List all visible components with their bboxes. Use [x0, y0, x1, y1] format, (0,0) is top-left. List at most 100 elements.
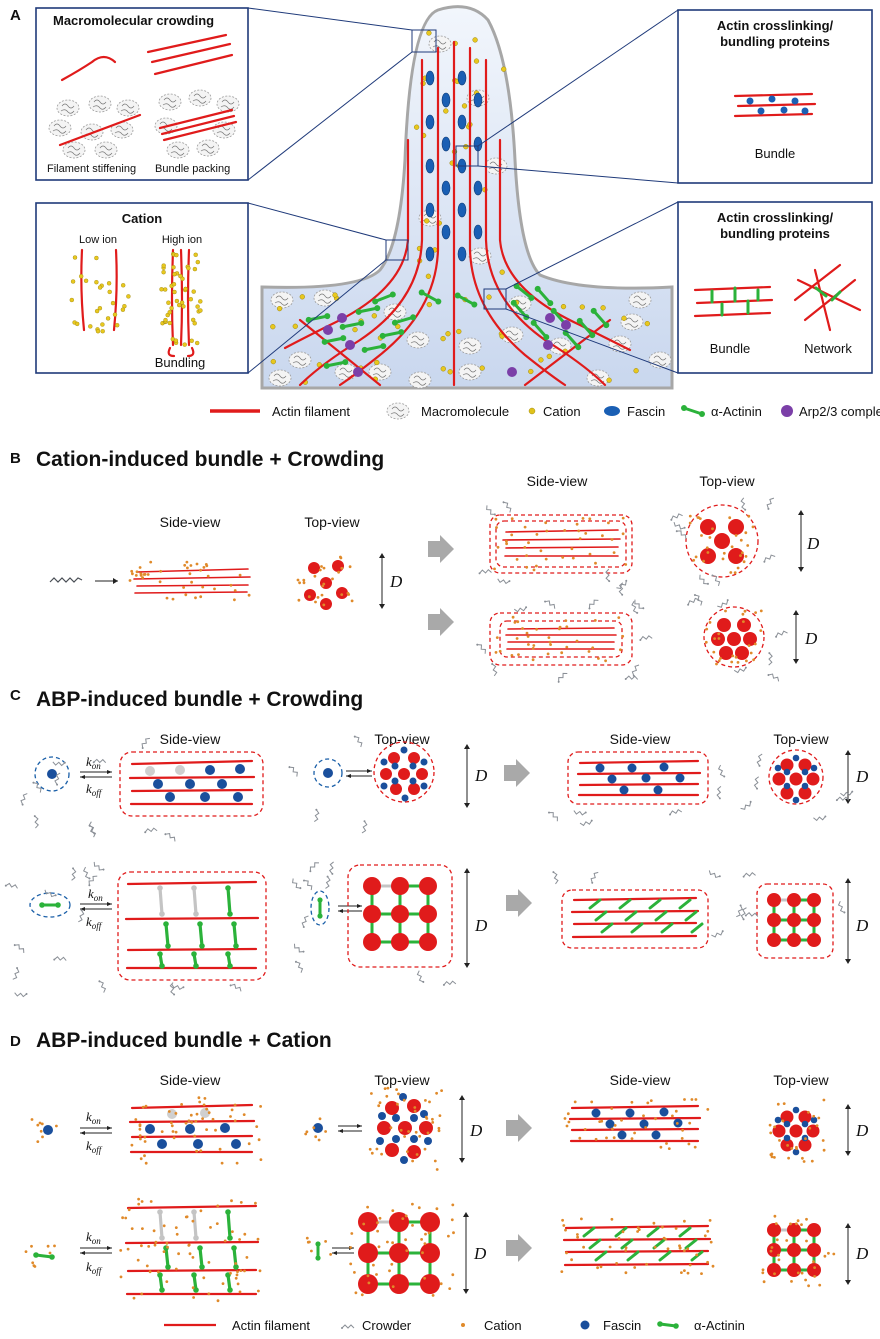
legend-a-actin: Actin filament	[272, 404, 350, 419]
cation	[591, 646, 595, 650]
alpha-actinin	[684, 1238, 698, 1250]
cation	[473, 58, 480, 64]
cation	[167, 310, 172, 315]
b-top-view-label-2: Top-view	[699, 473, 755, 489]
cation	[376, 1221, 379, 1225]
cation	[451, 1203, 455, 1207]
cation	[391, 1209, 395, 1212]
cation	[270, 358, 276, 365]
cation	[185, 560, 189, 564]
cation	[360, 1293, 364, 1297]
cation	[802, 1160, 806, 1163]
cation	[302, 578, 306, 582]
cation	[318, 1117, 322, 1121]
crowder	[312, 808, 321, 823]
crowder	[764, 496, 776, 511]
cation	[337, 570, 340, 574]
cation	[450, 1218, 454, 1222]
cation	[38, 1121, 42, 1125]
cation	[163, 317, 168, 323]
actin-filament-cross-section	[419, 877, 437, 895]
cation	[769, 1153, 773, 1157]
crowder	[707, 869, 722, 880]
b-upper-d-arrow	[798, 510, 804, 572]
cation	[610, 538, 614, 541]
cation	[617, 616, 621, 619]
b-arrow-lower	[428, 608, 454, 636]
cation	[195, 304, 200, 309]
crowder	[812, 814, 828, 822]
legend-a: Actin filament Macromolecule Cation Fasc…	[210, 402, 880, 420]
cation	[144, 1161, 148, 1165]
cation	[739, 538, 743, 542]
crowder	[716, 785, 723, 800]
cation	[818, 1283, 822, 1287]
cation	[238, 1290, 242, 1294]
cation	[180, 276, 185, 281]
legend-b-fascin: Fascin	[603, 1318, 641, 1333]
svg-text:koff: koff	[86, 781, 103, 798]
cation	[744, 555, 748, 558]
cation	[827, 1251, 830, 1255]
cation	[119, 1249, 123, 1252]
cation	[182, 342, 187, 347]
cation	[179, 300, 185, 305]
alpha-actinin-head	[231, 921, 237, 927]
cation	[523, 546, 527, 549]
cation	[431, 1117, 434, 1121]
inset-cation: Cation Low ion High ion Bundling	[35, 202, 249, 374]
cation	[406, 1150, 409, 1153]
cation	[374, 359, 380, 366]
alpha-actinin-head	[193, 963, 199, 969]
cation	[322, 566, 326, 570]
cation	[531, 658, 535, 662]
alpha-actinin	[630, 922, 644, 934]
cation	[683, 1219, 686, 1223]
cation	[715, 662, 718, 666]
cation	[207, 1111, 211, 1114]
crowder	[33, 814, 39, 829]
macromolecule	[648, 351, 672, 369]
cation	[621, 532, 625, 536]
alpha-actinin	[658, 1250, 672, 1262]
d-row2-top-bundle	[358, 1212, 440, 1294]
cation	[139, 1137, 142, 1141]
cation	[366, 1274, 370, 1278]
alpha-actinin	[646, 1226, 660, 1238]
cation	[411, 1202, 414, 1206]
alpha-actinin-head	[191, 1272, 197, 1278]
cation	[823, 1254, 827, 1258]
d-side-view-label: Side-view	[160, 1072, 222, 1088]
crowder	[87, 823, 97, 838]
cation	[706, 1108, 710, 1111]
c-row2-top-d-label: D	[855, 916, 869, 935]
crowder	[734, 903, 745, 919]
cation	[649, 1099, 653, 1102]
cation	[147, 1245, 151, 1248]
cation	[666, 1247, 670, 1251]
cation	[370, 1151, 374, 1155]
c-row1-side-result	[567, 751, 709, 805]
crowder	[169, 981, 176, 997]
cation	[191, 1256, 195, 1259]
alpha-actinin-head	[227, 911, 233, 917]
cation	[385, 1094, 389, 1098]
cation	[314, 600, 317, 604]
crowder	[360, 819, 369, 835]
actin-filament-cross-section	[767, 1263, 781, 1277]
cation	[593, 619, 597, 622]
crowder	[837, 900, 847, 915]
crowder	[228, 981, 243, 993]
cation	[719, 657, 722, 660]
d-row2-d-arrow	[463, 1212, 469, 1294]
cation	[324, 1130, 327, 1133]
alpha-actinin	[198, 1246, 204, 1269]
cation	[184, 1215, 188, 1219]
fascin	[425, 202, 435, 218]
cation	[190, 580, 194, 584]
cation	[105, 316, 111, 321]
svg-text:koff: koff	[86, 1259, 103, 1276]
cation	[535, 627, 538, 631]
cation	[812, 1260, 815, 1264]
cation	[194, 596, 197, 600]
